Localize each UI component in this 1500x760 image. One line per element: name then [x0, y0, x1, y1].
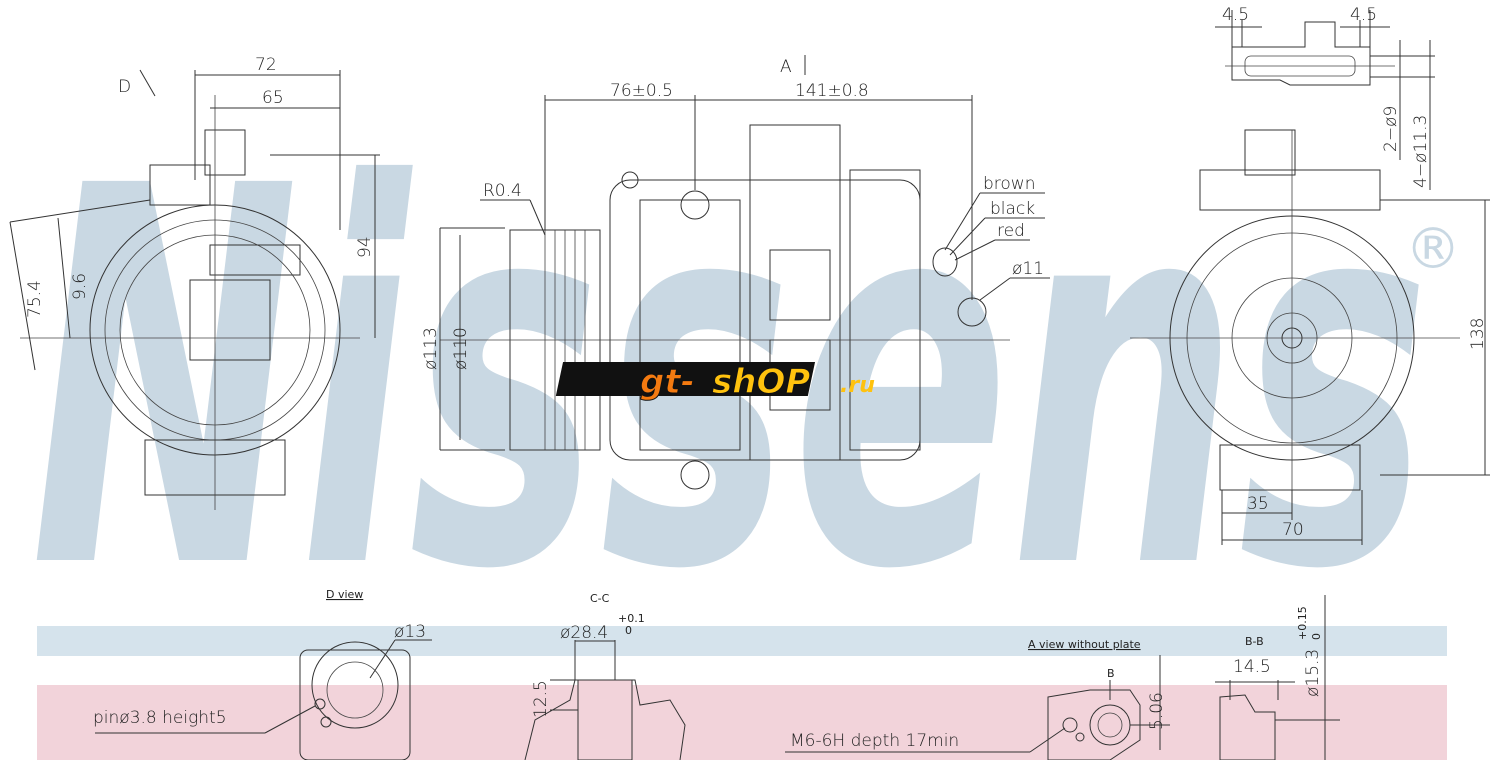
pin-note: pinø3.8 height5: [93, 708, 227, 728]
d-view-title: D view: [326, 588, 363, 601]
thread-note: M6-6H depth 17min: [790, 731, 959, 751]
dim-72: 72: [255, 55, 277, 75]
holes-2-dia-9: 2−ø9: [1381, 106, 1401, 152]
dia-28-4: ø28.4: [560, 623, 608, 643]
dia-13: ø13: [394, 622, 426, 642]
dim-76: 76±0.5: [610, 81, 673, 101]
dim-14-5: 14.5: [1233, 657, 1271, 677]
a-view-title: A view without plate: [1028, 638, 1141, 651]
bb-tol-upper: +0.15: [1296, 606, 1309, 640]
dim-35: 35: [1247, 494, 1269, 514]
dia-11: ø11: [1012, 259, 1044, 279]
left-view: D 72 65 94 75.4 9.6: [9, 55, 380, 510]
gt-shop-logo: gt- shOP .ru: [555, 362, 875, 403]
pink-band: [37, 685, 1447, 760]
view-label-a: A: [780, 57, 792, 77]
dim-75-4: 75.4: [25, 280, 45, 318]
cc-view: C-C ø28.4 +0.1 0 12.5: [524, 592, 686, 760]
dim-65: 65: [262, 88, 284, 108]
cc-tol-lower: 0: [625, 624, 632, 637]
dim-4-5-right: 4.5: [1350, 5, 1377, 25]
wire-red-label: red: [997, 221, 1025, 241]
cc-tol-upper: +0.1: [618, 612, 645, 625]
d-view: D view ø13 pinø3.8 height5: [93, 588, 432, 760]
dim-70: 70: [1282, 520, 1304, 540]
logo-text-shop: shOP: [712, 362, 810, 402]
view-label-d: D: [118, 77, 131, 97]
dim-9-6: 9.6: [70, 273, 90, 300]
dim-5-06: 5.06: [1147, 692, 1167, 730]
wire-brown-label: brown: [983, 174, 1036, 194]
a-view: A view without plate B 5.06 M6-6H depth …: [785, 638, 1170, 760]
right-view: 138 35 70 4.5 4.5 2−ø9 4−ø11.3: [1130, 5, 1490, 545]
bb-view-title: B-B: [1245, 635, 1264, 648]
holes-4-dia-11-3: 4−ø11.3: [1411, 115, 1431, 188]
dim-12-5: 12.5: [531, 680, 551, 718]
front-view: A 76±0.5 141±0.8 R0.4 ø113 ø110 brown bl…: [421, 55, 1050, 490]
dim-138: 138: [1468, 318, 1488, 350]
dim-4-5-left: 4.5: [1222, 5, 1249, 25]
dim-141: 141±0.8: [795, 81, 869, 101]
cc-view-title: C-C: [590, 592, 610, 605]
dia-15-3: ø15.3: [1303, 649, 1323, 697]
logo-text-ru: .ru: [840, 373, 875, 398]
logo-text-gt: gt-: [640, 362, 695, 402]
bb-view: B-B 14.5 ø15.3 +0.15 0: [1215, 595, 1340, 760]
bb-tol-lower: 0: [1310, 633, 1323, 640]
dim-94: 94: [355, 236, 375, 258]
wire-black-label: black: [990, 199, 1035, 219]
dia-110: ø110: [451, 327, 471, 370]
radius-r0-4: R0.4: [483, 181, 522, 201]
dia-113: ø113: [421, 327, 441, 370]
section-mark-b: B: [1107, 667, 1115, 680]
registered-mark: ®: [1405, 217, 1461, 282]
blue-band: [37, 626, 1447, 656]
